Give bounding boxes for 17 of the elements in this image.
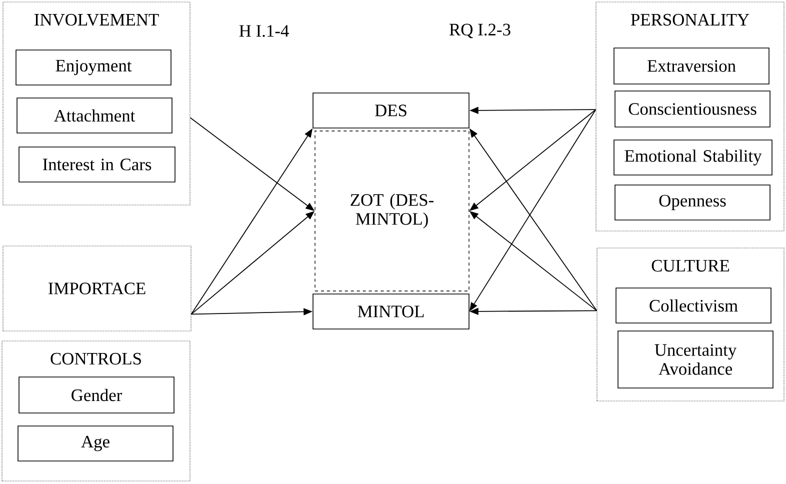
variable-box: DES xyxy=(312,92,470,128)
hypothesis-label: RQ I.2-3 xyxy=(450,24,510,38)
variable-box: Age xyxy=(18,426,174,462)
group-box: IMPORTACE xyxy=(2,246,192,332)
construct-box: ZOT (DES-MINTOL) xyxy=(314,130,470,292)
variable-box: MINTOL xyxy=(312,294,470,330)
variable-box: Gender xyxy=(18,376,174,414)
variable-box: Enjoyment xyxy=(16,50,172,86)
variable-box: Emotional Stability xyxy=(614,140,772,176)
variable-box: Attachment xyxy=(16,98,172,134)
variable-box: Extraversion xyxy=(614,48,770,84)
variable-box: Interest in Cars xyxy=(18,146,176,182)
hypothesis-label: H I.1-4 xyxy=(239,25,289,37)
variable-box: Openness xyxy=(614,184,770,220)
variable-box: Collectivism xyxy=(616,288,772,324)
variable-box: Conscientiousness xyxy=(614,90,770,128)
variable-box: Uncertainty Avoidance xyxy=(618,330,774,388)
